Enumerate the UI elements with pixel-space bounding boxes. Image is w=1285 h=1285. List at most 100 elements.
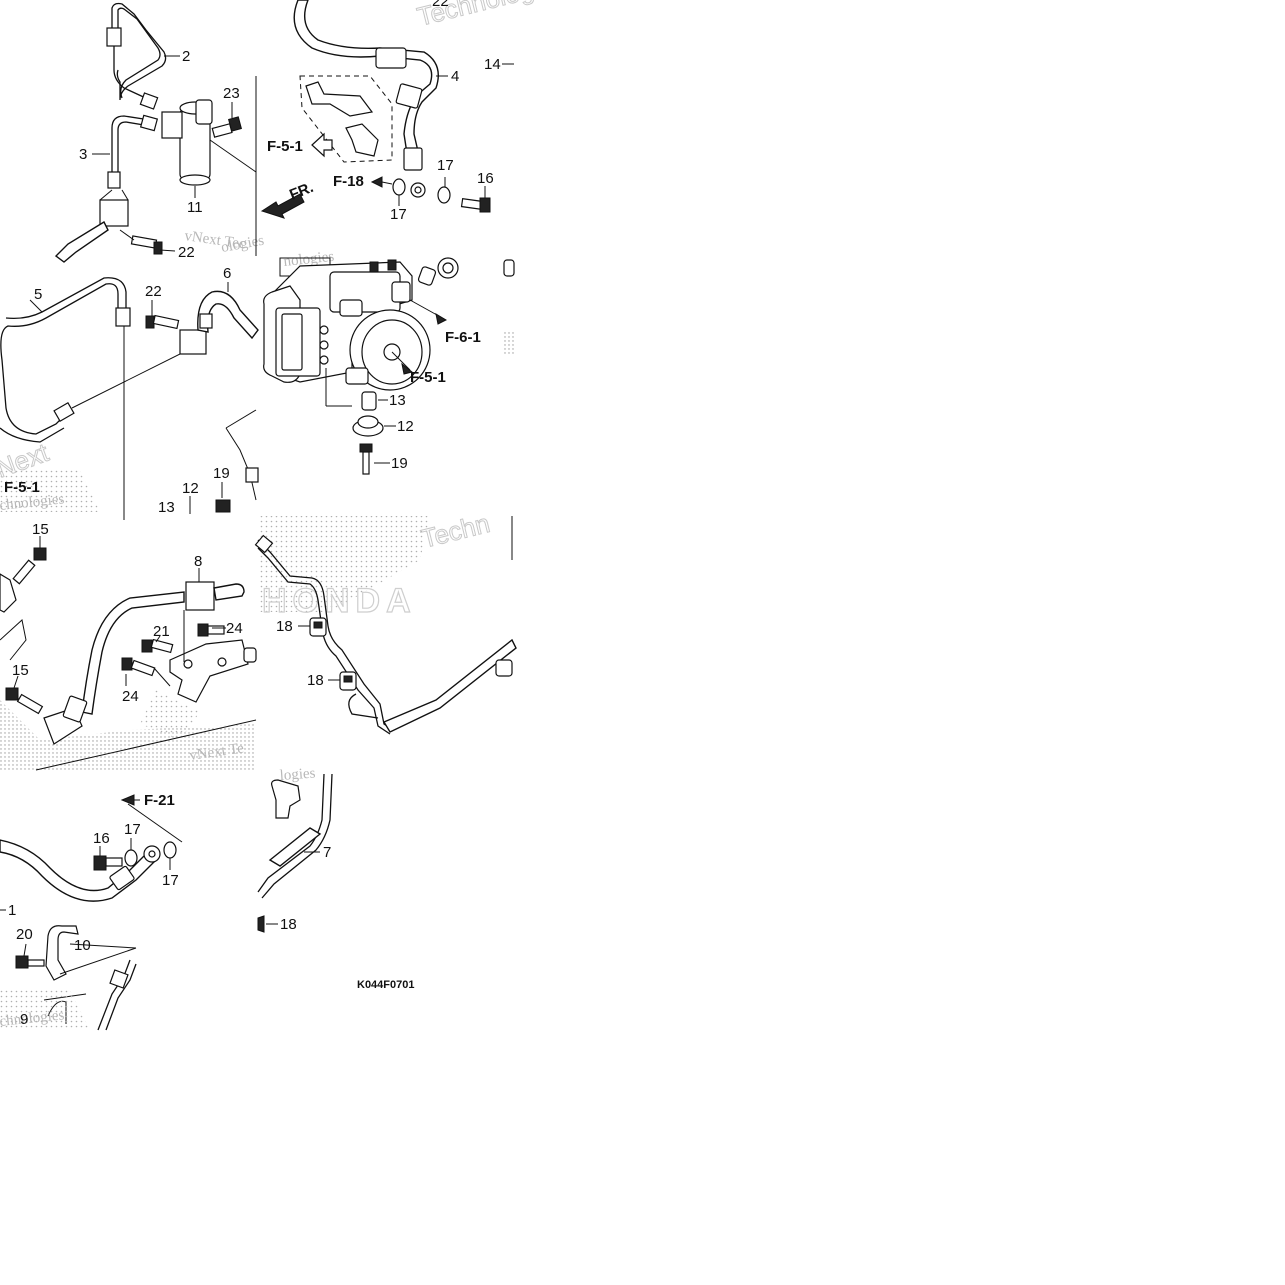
callout-13: 13 — [158, 499, 175, 516]
brake-hose-1 — [0, 839, 157, 902]
callout-7: 7 — [323, 844, 331, 861]
callout-21: 21 — [153, 623, 170, 640]
callout-17: 17 — [124, 821, 141, 838]
watermark-text: chnologies — [0, 1007, 65, 1030]
callout-17: 17 — [437, 157, 454, 174]
hatch-area — [0, 700, 256, 772]
bolt-24 — [121, 657, 156, 677]
callout-22: 22 — [145, 283, 162, 300]
front-direction-arrow — [260, 193, 305, 219]
brake-hose-8 — [81, 591, 185, 715]
callout-14: 14 — [484, 56, 501, 73]
bolt-23 — [211, 116, 242, 138]
front-direction-label: FR. — [287, 179, 316, 204]
ref-arrow-left — [120, 794, 135, 806]
callout-2: 2 — [182, 48, 190, 65]
bolt-15 — [12, 547, 47, 585]
callout-18: 18 — [280, 916, 297, 933]
washer-17 — [124, 849, 138, 867]
bolt-21 — [141, 638, 174, 654]
watermark-text: Techn — [418, 508, 493, 554]
bolt-16 — [460, 197, 491, 213]
hatch-area — [0, 470, 100, 512]
callout-6: 6 — [223, 265, 231, 282]
panel-8-brake-pipe: logies 7 18 K044F0701 — [257, 766, 415, 991]
callout-5: 5 — [34, 286, 42, 303]
callout-11: 11 — [187, 199, 203, 216]
pipe-2-fitting-top — [106, 27, 122, 47]
ref-label-f-6-1: F-6-1 — [445, 329, 481, 346]
callout-4: 4 — [451, 68, 459, 85]
pipe-sleeve-7 — [268, 827, 322, 867]
callout-22: 22 — [432, 0, 449, 10]
callout-1: 1 — [8, 902, 16, 919]
bolt-20 — [15, 955, 45, 969]
bolt-16 — [93, 855, 123, 871]
callout-16: 16 — [93, 830, 110, 847]
joint-block — [99, 199, 129, 227]
clip-18 — [309, 617, 327, 637]
panel-2-brake-hose: Technologies F-5-1 FR. F-18 — [260, 0, 569, 223]
bolt-19 — [215, 499, 231, 513]
pipe-3-fitting — [107, 171, 121, 189]
watermark-text: logies — [279, 766, 316, 784]
callout-17: 17 — [162, 872, 179, 889]
callout-23: 23 — [223, 85, 240, 102]
bolt-19 — [359, 443, 373, 475]
panel-4-abs-modulator: nologies F-6-1 F-5-1 — [263, 249, 516, 475]
panel-7-front-hose: F-21 chnologies 16 1 — [0, 792, 183, 1031]
callout-12: 12 — [182, 480, 199, 497]
callout-18: 18 — [276, 618, 293, 635]
pipe-5-fitting — [115, 307, 131, 327]
abs-top-bolts — [369, 259, 397, 273]
callout-13: 13 — [389, 392, 406, 409]
watermark-brand: HONDA — [262, 582, 417, 620]
pipe-hose-section — [382, 638, 517, 733]
watermark-text: chnologies — [0, 491, 65, 514]
callout-24: 24 — [226, 620, 243, 637]
washer-17 — [392, 178, 406, 196]
hatch-area — [260, 516, 430, 612]
watermark-text: ologies — [220, 233, 266, 256]
bolt-22 — [145, 314, 180, 330]
joint-block — [185, 581, 215, 611]
callout-20: 20 — [16, 926, 33, 943]
ref-label-f-5-1: F-5-1 — [410, 369, 446, 386]
clip-bracket — [271, 779, 301, 819]
ref-label-f-5-1: F-5-1 — [4, 479, 40, 496]
brake-hose-6 — [197, 290, 259, 340]
ref-label-f-21: F-21 — [144, 792, 175, 809]
panel-5-rear-hose: vNext Te — [0, 521, 257, 772]
collar-13 — [361, 391, 377, 411]
callout-9: 9 — [20, 1011, 28, 1028]
ref-arrow-left — [311, 132, 333, 158]
callout-24: 24 — [122, 688, 139, 705]
washer-17 — [163, 841, 177, 859]
callout-15: 15 — [32, 521, 49, 538]
callout-8: 8 — [194, 553, 202, 570]
panel-3-brake-pipe: Next chnologies F-5-1 5 22 6 12 13 19 — [0, 265, 259, 520]
diagram-code: K044F0701 — [357, 979, 415, 991]
panel-6-brake-pipe: HONDA Techn 18 18 — [254, 507, 517, 735]
callout-3: 3 — [79, 146, 87, 163]
panel-1-brake-pipes: 2 23 3 11 22 vNext Tec ologies — [54, 2, 266, 263]
callout-18: 18 — [307, 672, 324, 689]
watermark-text: vNext Te — [188, 740, 245, 764]
hatch-area — [504, 330, 516, 354]
callout-15: 15 — [12, 662, 29, 679]
bracket-10 — [45, 925, 79, 981]
callout-19: 19 — [391, 455, 408, 472]
bracket — [169, 639, 249, 703]
callout-22: 22 — [178, 244, 195, 261]
joint-block — [179, 329, 207, 355]
bolt-22 — [130, 235, 163, 255]
bolt-15 — [5, 687, 44, 715]
bolt-24 — [197, 623, 225, 637]
clip-18 — [339, 671, 357, 691]
callout-19: 19 — [213, 465, 230, 482]
hatch-area — [0, 990, 90, 1030]
callout-17: 17 — [390, 206, 407, 223]
ref-label-f-5-1: F-5-1 — [267, 138, 303, 155]
callout-16: 16 — [477, 170, 494, 187]
